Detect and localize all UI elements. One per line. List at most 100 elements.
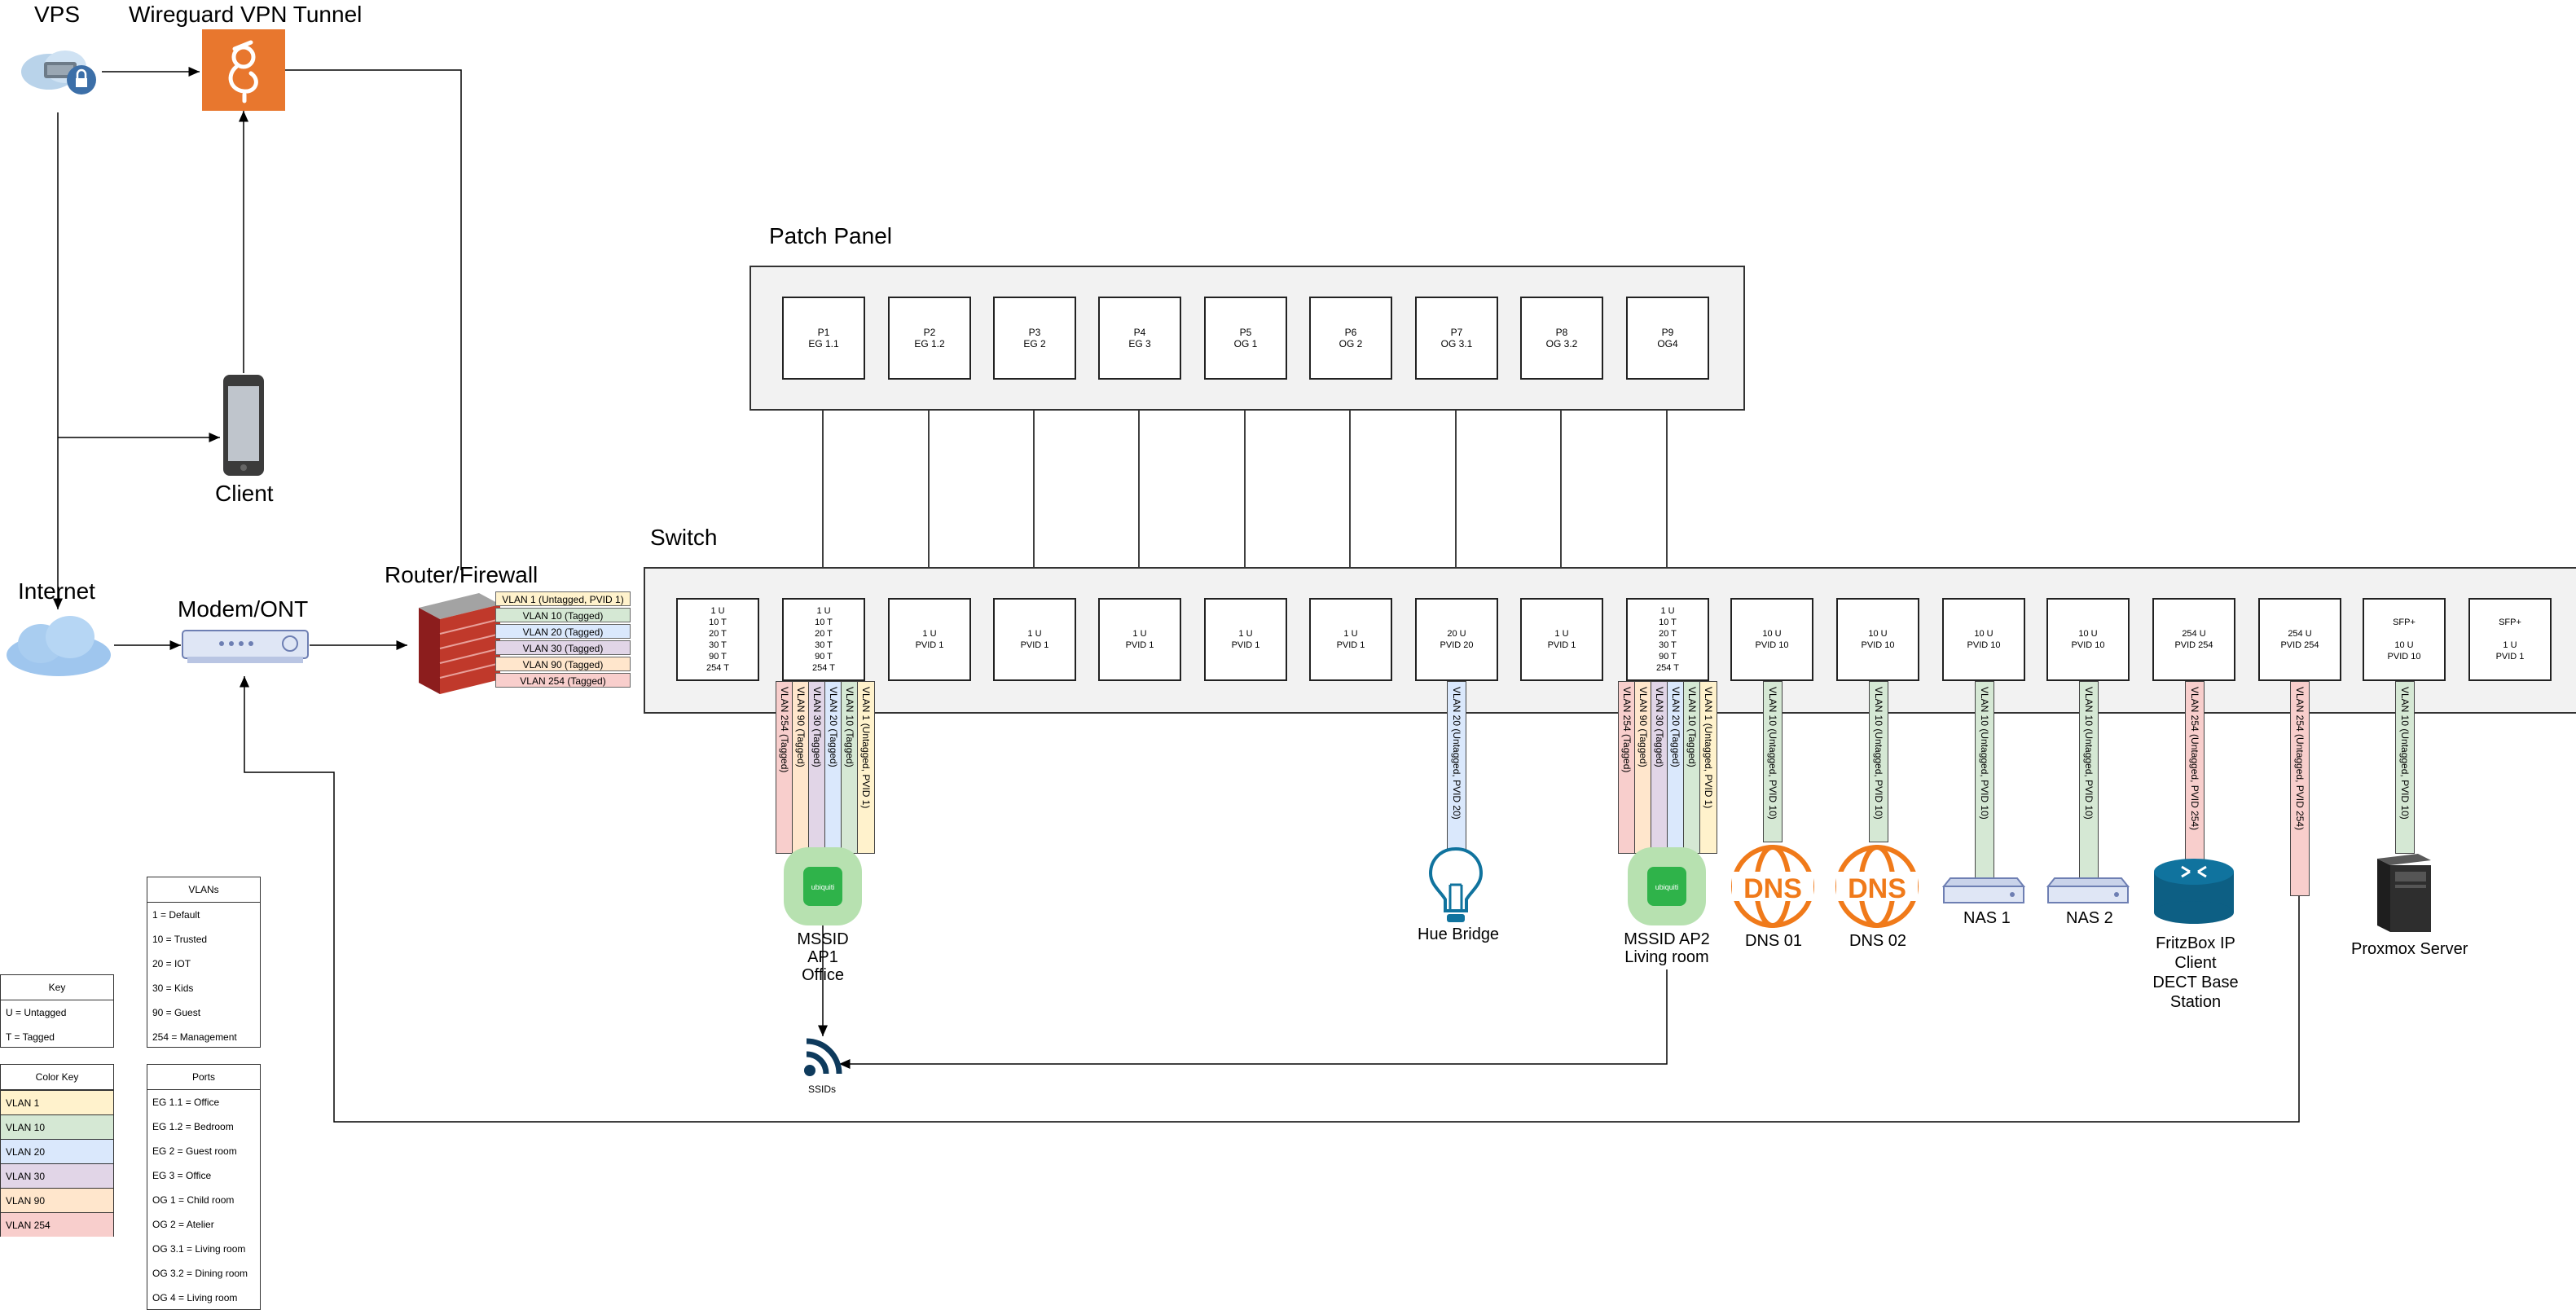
dns1-vlan-strip: VLAN 10 (Untagged, PVID 10) bbox=[1763, 681, 1783, 842]
legend-row: VLAN 254 bbox=[1, 1212, 113, 1237]
switch-port: 1 U 10 T 20 T 30 T 90 T 254 T bbox=[1626, 598, 1709, 681]
wireguard-title: Wireguard VPN Tunnel bbox=[129, 2, 363, 27]
legend-title: Ports bbox=[147, 1065, 260, 1090]
patch-port: P3 EG 2 bbox=[993, 297, 1076, 380]
router-vlan-row: VLAN 254 (Tagged) bbox=[495, 673, 631, 688]
legend-row: EG 1.2 = Bedroom bbox=[152, 1121, 234, 1132]
hue-vlan-strip: VLAN 20 (Untagged, PVID 20) bbox=[1447, 681, 1466, 851]
patch-port: P5 OG 1 bbox=[1204, 297, 1287, 380]
ap2-label: MSSID AP2 Living room bbox=[1624, 930, 1710, 966]
dns2-vlan-strip: VLAN 10 (Untagged, PVID 10) bbox=[1869, 681, 1888, 842]
nas-icon bbox=[2046, 877, 2130, 906]
svg-text:ubiquiti: ubiquiti bbox=[1655, 883, 1679, 891]
wireguard-icon bbox=[202, 29, 285, 111]
switch-port: 10 U PVID 10 bbox=[2046, 598, 2130, 681]
patch-port: P2 EG 1.2 bbox=[888, 297, 971, 380]
legend-row: OG 2 = Atelier bbox=[152, 1219, 214, 1230]
router-title: Router/Firewall bbox=[385, 562, 538, 587]
patch-port: P4 EG 3 bbox=[1098, 297, 1181, 380]
internet-title: Internet bbox=[18, 578, 95, 604]
switch-port: 1 U 10 T 20 T 30 T 90 T 254 T bbox=[676, 598, 759, 681]
ssids-label: SSIDs bbox=[808, 1084, 837, 1095]
patch-port: P7 OG 3.1 bbox=[1415, 297, 1498, 380]
legend-row: 254 = Management bbox=[152, 1031, 237, 1043]
fritz-label: FritzBox IP Client DECT Base Station bbox=[2152, 934, 2239, 1011]
legend-row: VLAN 30 bbox=[1, 1163, 113, 1188]
legend-row: EG 1.1 = Office bbox=[152, 1097, 220, 1108]
vlans-legend: VLANs 1 = Default 10 = Trusted 20 = IOT … bbox=[147, 877, 261, 1048]
legend-row: OG 3.2 = Dining room bbox=[152, 1268, 248, 1279]
switch-port: 1 U PVID 1 bbox=[1204, 598, 1287, 681]
nas1-vlan-strip: VLAN 10 (Untagged, PVID 10) bbox=[1975, 681, 1994, 878]
legend-row: U = Untagged bbox=[6, 1007, 67, 1018]
legend-row: T = Tagged bbox=[6, 1031, 55, 1043]
vps-title: VPS bbox=[34, 2, 81, 27]
switch-port: 1 U PVID 1 bbox=[1520, 598, 1603, 681]
dns1-label: DNS 01 bbox=[1745, 932, 1803, 950]
access-point-icon: ubiquiti bbox=[1626, 846, 1708, 927]
vlan-strip: VLAN 90 (Tagged) bbox=[1634, 681, 1652, 854]
router-vlan-row: VLAN 30 (Tagged) bbox=[495, 640, 631, 655]
patch-port: P6 OG 2 bbox=[1309, 297, 1392, 380]
modem-title: Modem/ONT bbox=[178, 596, 309, 622]
vlan-strip: VLAN 30 (Tagged) bbox=[808, 681, 826, 854]
legend-row: VLAN 1 bbox=[1, 1090, 113, 1114]
lightbulb-icon bbox=[1427, 846, 1484, 927]
switch-port: 1 U PVID 1 bbox=[1098, 598, 1181, 681]
router-icon bbox=[2152, 855, 2235, 925]
vlan-strip: VLAN 30 (Tagged) bbox=[1651, 681, 1668, 854]
access-point-icon: ubiquiti bbox=[782, 846, 864, 927]
server-icon bbox=[2372, 852, 2434, 934]
router-vlan-row: VLAN 20 (Tagged) bbox=[495, 624, 631, 639]
firewall-icon bbox=[414, 591, 503, 696]
vlan-strip: VLAN 20 (Tagged) bbox=[824, 681, 842, 854]
switch-port: 254 U PVID 254 bbox=[2258, 598, 2341, 681]
switch-port: 1 U PVID 1 bbox=[1309, 598, 1392, 681]
color-key-legend: Color Key VLAN 1 VLAN 10 VLAN 20 VLAN 30… bbox=[0, 1064, 114, 1237]
wireguard-to-router-line bbox=[285, 69, 462, 570]
vlan-strip: VLAN 254 (Tagged) bbox=[1618, 681, 1636, 854]
svg-text:DNS: DNS bbox=[1743, 873, 1802, 904]
ports-legend: Ports EG 1.1 = Office EG 1.2 = Bedroom E… bbox=[147, 1064, 261, 1310]
legend-row: 90 = Guest bbox=[152, 1007, 201, 1018]
legend-row: 20 = IOT bbox=[152, 958, 191, 969]
legend-row: VLAN 10 bbox=[1, 1114, 113, 1139]
vlan-strip: VLAN 1 (Untagged, PVID 1) bbox=[1699, 681, 1717, 854]
nas2-vlan-strip: VLAN 10 (Untagged, PVID 10) bbox=[2079, 681, 2099, 878]
switch-port: 1 U PVID 1 bbox=[993, 598, 1076, 681]
ap1-label: MSSID AP1 Office bbox=[797, 930, 849, 984]
svg-text:ubiquiti: ubiquiti bbox=[811, 883, 835, 891]
fritz-vlan-strip: VLAN 254 (Untagged, PVID 254) bbox=[2185, 681, 2205, 862]
legend-row: OG 4 = Living room bbox=[152, 1292, 238, 1303]
ap2-trunk-strips: VLAN 254 (Tagged)VLAN 90 (Tagged)VLAN 30… bbox=[1618, 681, 1717, 855]
vlan-strip: VLAN 20 (Tagged) bbox=[1667, 681, 1685, 854]
switch-port: 10 U PVID 10 bbox=[1942, 598, 2025, 681]
legend-row: 10 = Trusted bbox=[152, 934, 208, 945]
legend-row: EG 3 = Office bbox=[152, 1170, 212, 1181]
hue-label: Hue Bridge bbox=[1418, 925, 1500, 943]
vps-cloud-icon bbox=[16, 44, 101, 98]
legend-title: Key bbox=[1, 975, 113, 1000]
nas-icon bbox=[1941, 877, 2026, 906]
switch-port: 10 U PVID 10 bbox=[1730, 598, 1813, 681]
uplink-to-modem-line bbox=[240, 676, 2300, 1123]
vlan-strip: VLAN 10 (Tagged) bbox=[841, 681, 859, 854]
uplink-vlan-strip: VLAN 254 (Untagged, PVID 254) bbox=[2290, 681, 2310, 896]
switch-port: 254 U PVID 254 bbox=[2152, 598, 2235, 681]
switch-port: 10 U PVID 10 bbox=[1836, 598, 1919, 681]
vlan-strip: VLAN 1 (Untagged, PVID 1) bbox=[857, 681, 875, 854]
nas2-label: NAS 2 bbox=[2066, 909, 2113, 927]
modem-icon bbox=[181, 627, 310, 665]
dns2-label: DNS 02 bbox=[1849, 932, 1907, 950]
router-vlan-row: VLAN 10 (Tagged) bbox=[495, 608, 631, 622]
patch-port: P1 EG 1.1 bbox=[782, 297, 865, 380]
router-vlan-row: VLAN 90 (Tagged) bbox=[495, 657, 631, 671]
legend-title: VLANs bbox=[147, 877, 260, 903]
proxmox-vlan-strip: VLAN 10 (Untagged, PVID 10) bbox=[2395, 681, 2415, 854]
switch-port: SFP+ 10 U PVID 10 bbox=[2363, 598, 2446, 681]
client-title: Client bbox=[215, 481, 274, 506]
switch-port: 20 U PVID 20 bbox=[1415, 598, 1498, 681]
legend-row: OG 1 = Child room bbox=[152, 1194, 235, 1206]
patch-port: P8 OG 3.2 bbox=[1520, 297, 1603, 380]
